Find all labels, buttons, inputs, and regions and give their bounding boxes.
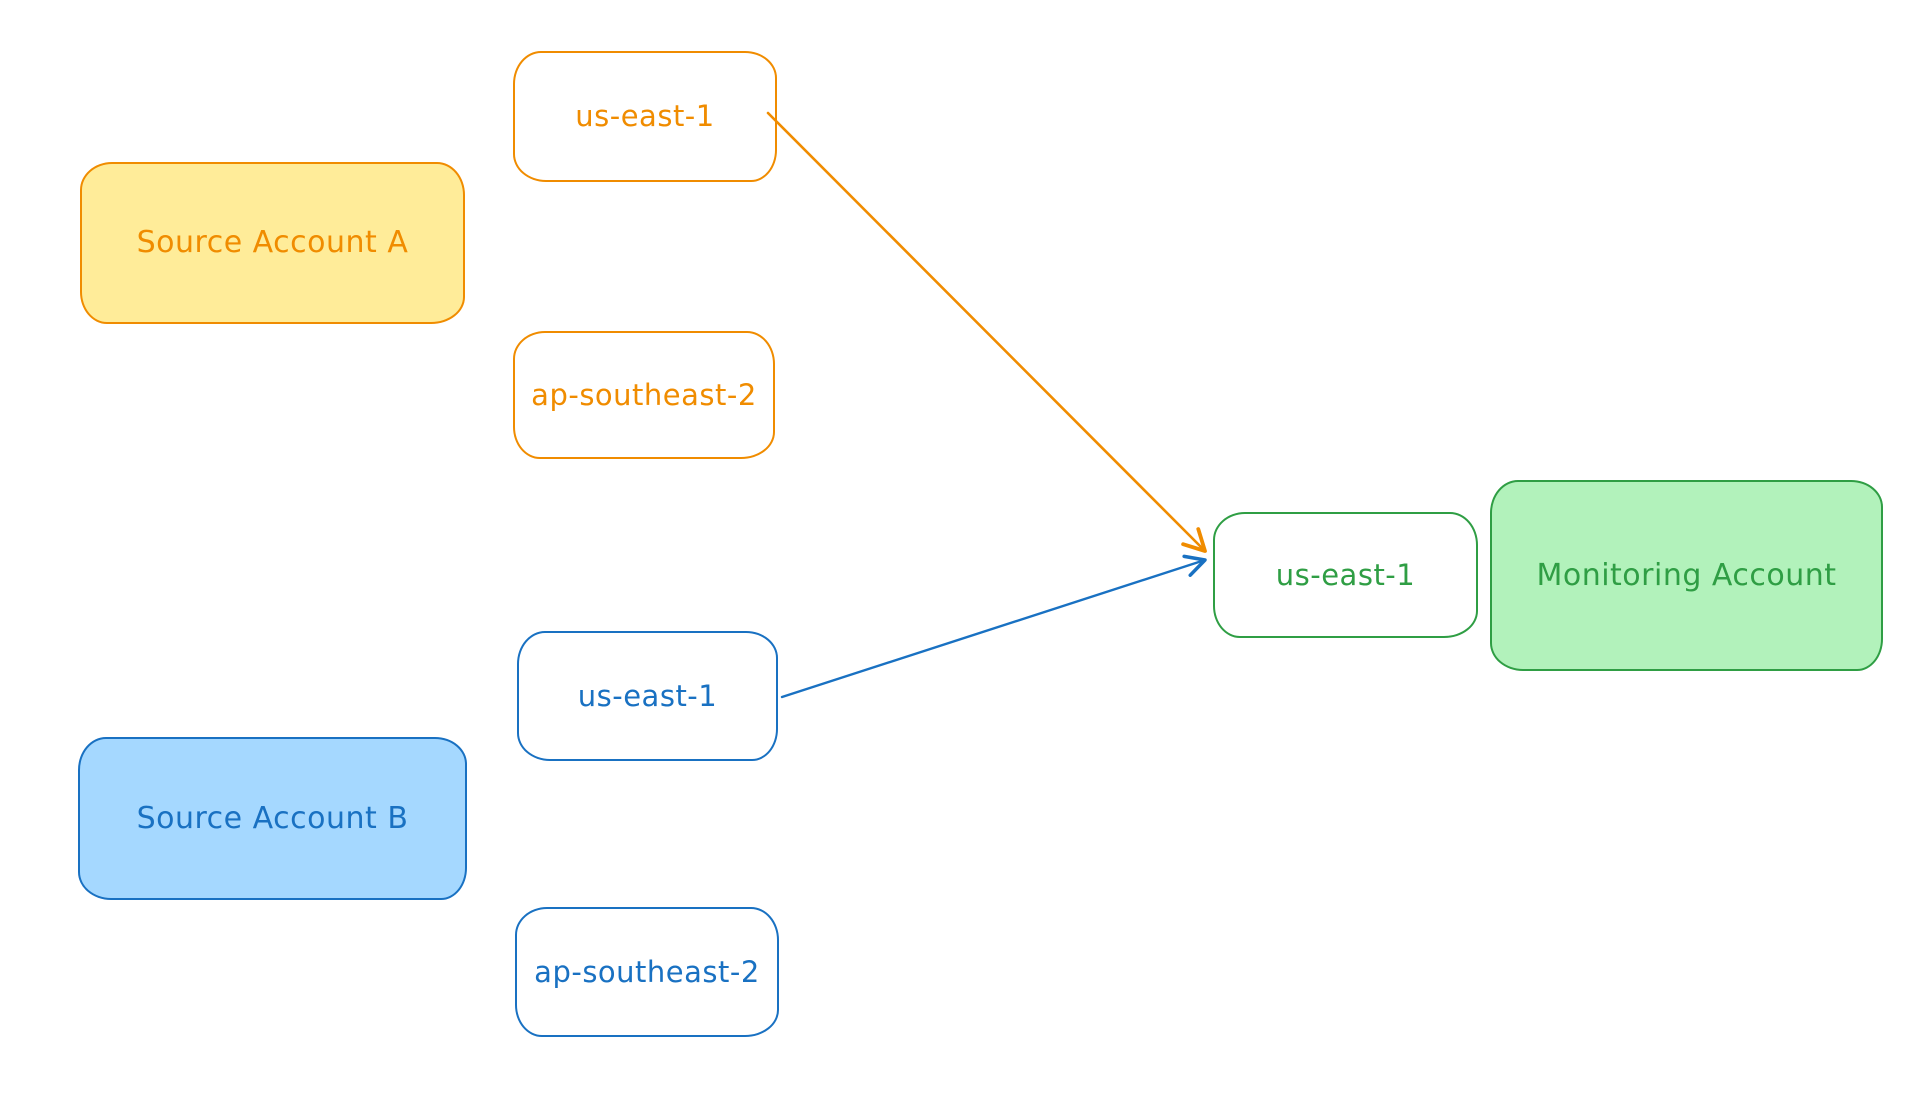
arrow-source-b-us-east-1-to-monitoring (780, 554, 1207, 699)
node-label: ap-southeast-2 (534, 954, 760, 989)
node-label: Monitoring Account (1536, 557, 1837, 593)
node-label: us-east-1 (575, 99, 715, 134)
node-monitoring-account: Monitoring Account (1490, 480, 1883, 671)
node-region-b-ap-southeast-2: ap-southeast-2 (515, 907, 779, 1037)
node-label: Source Account A (136, 225, 409, 260)
node-source-account-a: Source Account A (80, 162, 465, 324)
node-label: ap-southeast-2 (531, 377, 757, 412)
node-label: us-east-1 (577, 678, 718, 713)
node-source-account-b: Source Account B (78, 737, 467, 900)
node-label: Source Account B (136, 800, 409, 836)
node-region-a-us-east-1: us-east-1 (513, 51, 777, 182)
node-region-b-us-east-1: us-east-1 (517, 631, 778, 761)
arrow-source-a-us-east-1-to-monitoring (766, 111, 1207, 553)
node-label: us-east-1 (1275, 557, 1416, 592)
node-region-a-ap-southeast-2: ap-southeast-2 (513, 331, 775, 459)
node-monitoring-us-east-1: us-east-1 (1213, 512, 1478, 638)
